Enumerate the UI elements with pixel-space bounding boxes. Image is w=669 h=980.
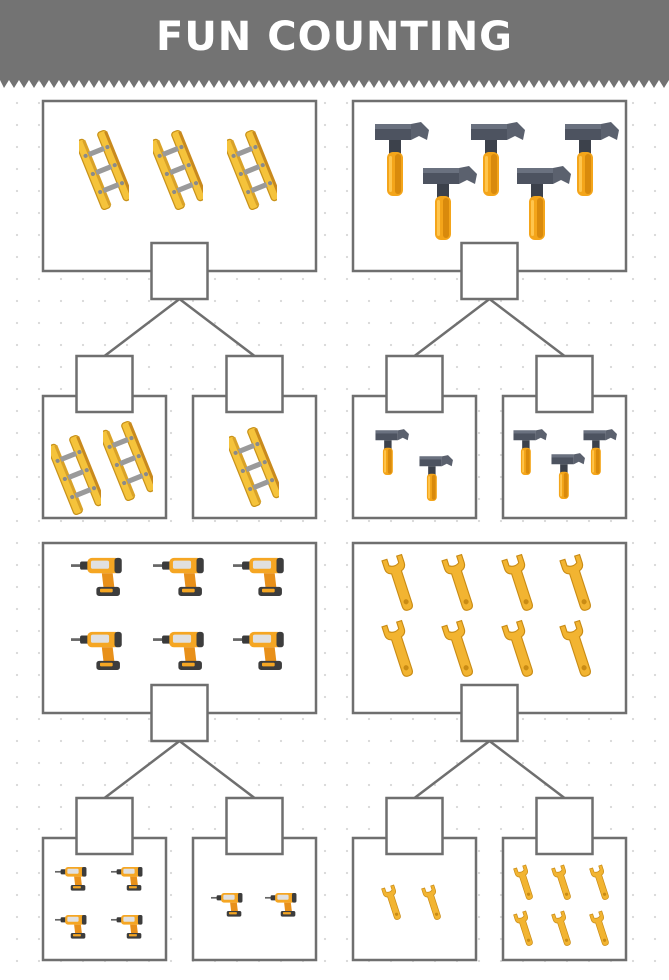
subgroup-box: [191, 836, 318, 962]
page-title: FUN COUNTING: [156, 14, 513, 60]
header-zigzag-band: [0, 0, 669, 88]
header-banner: FUN COUNTING: [0, 0, 669, 88]
connector-line: [413, 740, 491, 799]
counting-puzzle-drills: [41, 541, 318, 962]
connector-line: [488, 740, 566, 799]
connector-line: [103, 298, 181, 357]
connector-line: [178, 740, 256, 799]
subgroup-answer-box[interactable]: [535, 354, 594, 414]
connector-line: [178, 298, 256, 357]
total-answer-box[interactable]: [460, 683, 519, 743]
connector-line: [413, 298, 491, 357]
total-answer-box[interactable]: [150, 683, 209, 743]
subgroup-box: [191, 394, 318, 520]
total-answer-box[interactable]: [460, 241, 519, 301]
counting-puzzle-wrenches: [351, 541, 628, 962]
subgroup-answer-box[interactable]: [225, 796, 284, 856]
counting-puzzle-ladders: [41, 99, 318, 520]
subgroup-answer-box[interactable]: [535, 796, 594, 856]
total-answer-box[interactable]: [150, 241, 209, 301]
subgroup-box: [351, 836, 478, 962]
connector-line: [103, 740, 181, 799]
connector-line: [488, 298, 566, 357]
subgroup-answer-box[interactable]: [385, 796, 444, 856]
header-background: [0, 0, 669, 88]
subgroup-answer-box[interactable]: [385, 354, 444, 414]
counting-puzzle-hammers: [351, 99, 628, 520]
subgroup-answer-box[interactable]: [225, 354, 284, 414]
subgroup-answer-box[interactable]: [75, 796, 134, 856]
subgroup-box: [351, 394, 478, 520]
subgroup-answer-box[interactable]: [75, 354, 134, 414]
subgroup-box: [41, 836, 168, 962]
